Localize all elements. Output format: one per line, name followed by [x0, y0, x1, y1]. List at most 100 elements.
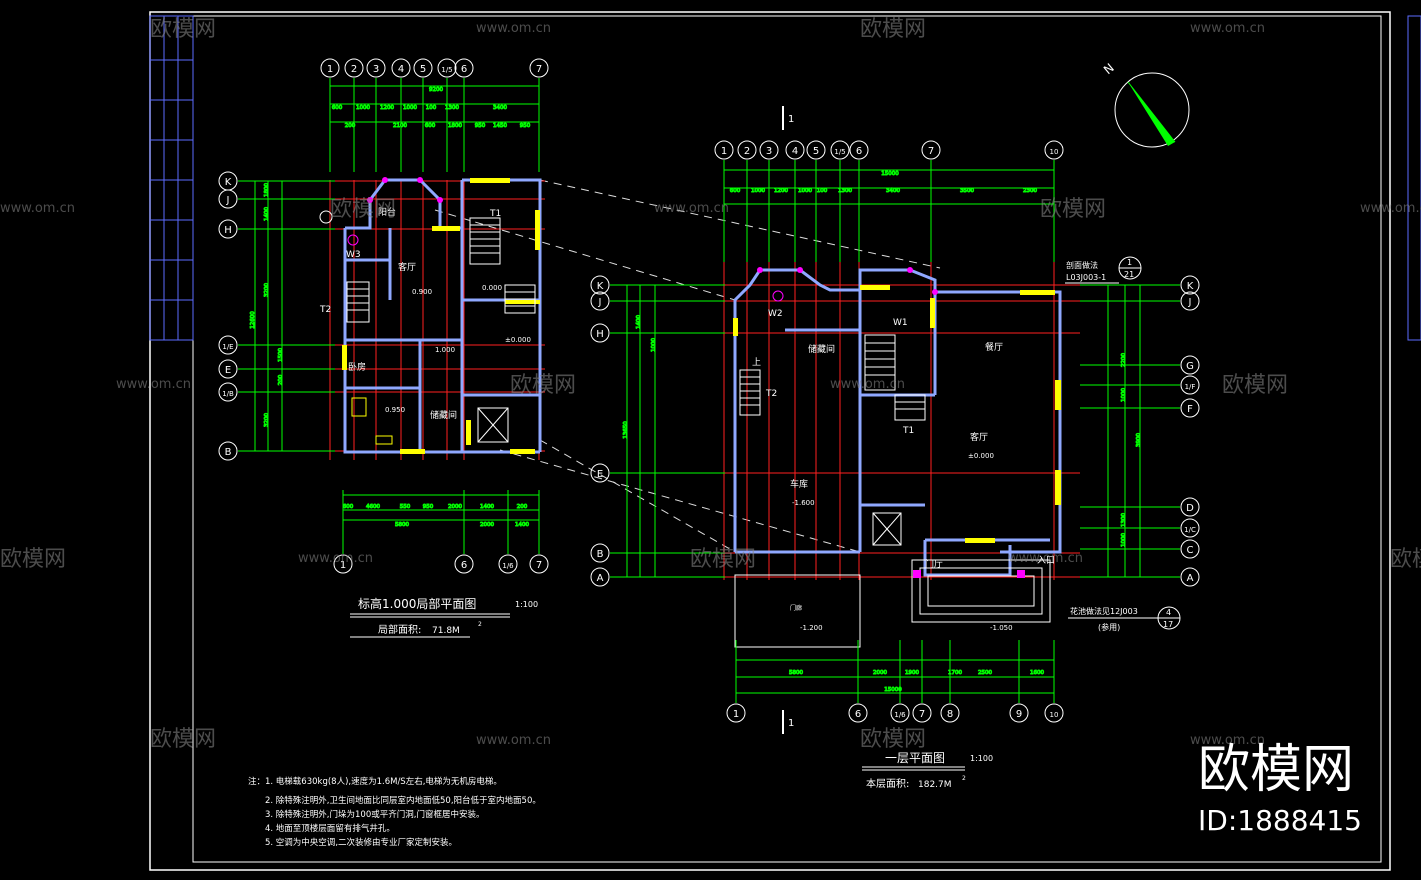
right-axis-bottom-0: 1 — [726, 703, 746, 723]
right-axis-bottom-3-label: 7 — [919, 709, 925, 720]
left-dim-top1-6: 3400 — [493, 105, 507, 111]
right-room-garage: 车库 — [790, 478, 808, 490]
left-axis-bottom-2-label: 1/6 — [502, 562, 514, 570]
right-dim-side-5: 1300 — [1121, 513, 1127, 527]
right-porch-note: 门廊 — [790, 604, 802, 612]
watermark-url-2: www.om.cn — [0, 201, 75, 216]
left-dim-bottom-5: 1400 — [480, 504, 494, 510]
left-desk — [375, 435, 393, 445]
right-axis-top-2-label: 3 — [766, 146, 772, 157]
right-room-t1: T1 — [902, 426, 914, 436]
left-axis-side-1: J — [218, 189, 238, 209]
right-axis-sideR-6-label: 1/C — [1184, 526, 1196, 534]
right-axis-sideR-2: G — [1180, 355, 1200, 375]
watermark-url-6: www.om.cn — [830, 377, 905, 392]
watermark-url-3: www.om.cn — [654, 201, 729, 216]
right-dim-side-2: 2200 — [1121, 353, 1127, 367]
left-axis-bottom-3: 7 — [529, 554, 549, 574]
left-axis-side-2: H — [218, 219, 238, 239]
left-dim-side-4: 1500 — [278, 348, 284, 362]
right-toilet — [772, 290, 784, 302]
right-axis-sideR-7-label: C — [1187, 545, 1194, 556]
right-axis-bottom-5: 9 — [1009, 703, 1029, 723]
left-elevator — [477, 407, 509, 443]
right-axis-top-8: 10 — [1044, 140, 1064, 160]
detail-ref-top-den: 21 — [1124, 270, 1134, 279]
right-dim-top-2: 1200 — [774, 188, 788, 194]
left-dim-bottom-3: 950 — [423, 504, 434, 510]
right-axis-sideL-0: K — [590, 275, 610, 295]
left-axis-top-3: 4 — [391, 58, 411, 78]
left-axis-bottom-1: 6 — [454, 554, 474, 574]
detail-ref-bot-den: 17 — [1163, 620, 1173, 629]
right-axis-top-4: 5 — [806, 140, 826, 160]
right-ref-top-note: 剖面做法 — [1066, 260, 1098, 270]
left-elev-living: 0.900 — [412, 288, 432, 296]
note-2: 2. 除特殊注明外,卫生间地面比同层室内地面低50,阳台低于室内地面50。 — [265, 795, 541, 806]
right-axis-top-0-label: 1 — [721, 146, 727, 157]
right-axis-sideR-3-label: 1/F — [1185, 383, 1196, 391]
right-axis-sideR-1: J — [1180, 291, 1200, 311]
watermark-logo-4: 欧模网 — [510, 373, 576, 398]
right-room-t2: T2 — [765, 389, 777, 399]
note-3: 3. 除特殊注明外,门垛为100或平齐门洞,门窗框居中安装。 — [265, 809, 484, 820]
right-axis-top-4-label: 5 — [813, 146, 819, 157]
north-label: N — [1101, 61, 1117, 77]
right-axis-sideR-5-label: D — [1186, 503, 1194, 514]
right-room-w1: W1 — [893, 318, 908, 328]
right-elev-front: -1.200 — [800, 624, 823, 632]
right-stair-t1 — [864, 334, 926, 421]
left-axis-side-2-label: H — [224, 225, 232, 236]
left-area-unit: 2 — [478, 621, 482, 628]
note-5: 5. 空调为中央空调,二次装修由专业厂家定制安装。 — [265, 837, 457, 848]
left-axis-top-0: 1 — [320, 58, 340, 78]
revision-table — [149, 15, 194, 341]
left-axis-top-7-label: 7 — [536, 64, 542, 75]
right-axis-bottom-2-label: 1/6 — [894, 711, 906, 719]
right-axis-top-6-label: 6 — [856, 146, 862, 157]
detail-ref-bot-num: 4 — [1166, 608, 1171, 617]
right-ref-top-code: L03J003-1 — [1066, 273, 1106, 282]
right-dim-total: 15000 — [881, 171, 899, 177]
right-dim-top-5: 1300 — [838, 188, 852, 194]
right-dim-top-8: 2300 — [1023, 188, 1037, 194]
left-axis-top-6: 6 — [454, 58, 474, 78]
right-dim-top-3: 1000 — [798, 188, 812, 194]
right-axis-top-2: 3 — [759, 140, 779, 160]
left-area-value: 71.8M — [432, 626, 460, 636]
right-axis-bottom-5-label: 9 — [1016, 709, 1022, 720]
left-axis-top-2-label: 3 — [373, 64, 379, 75]
left-axis-side-4-label: E — [225, 365, 231, 376]
right-room-dining: 餐厅 — [985, 341, 1003, 353]
right-entry-steps — [911, 559, 1051, 623]
left-wall-fills — [342, 178, 540, 454]
left-dim-top2-4: 950 — [475, 123, 486, 129]
right-room-entry: 入口 — [1037, 555, 1055, 566]
left-axis-side-4: E — [218, 359, 238, 379]
right-dim-side-6: 1000 — [1121, 533, 1127, 547]
left-axis-side-3: 1/E — [218, 335, 238, 355]
right-axis-sideL-2-label: H — [596, 329, 604, 340]
left-toilet — [347, 234, 359, 246]
right-axis-sideR-7: C — [1180, 539, 1200, 559]
right-dim-side-4: 3900 — [1136, 433, 1142, 447]
right-axis-top-5: 1/5 — [830, 140, 850, 160]
right-elev-living: ±0.000 — [968, 452, 994, 460]
left-axis-top-0-label: 1 — [327, 64, 333, 75]
right-room-storage: 储藏间 — [808, 343, 835, 355]
left-stair-t2 — [346, 281, 370, 323]
watermark-url-10: www.om.cn — [1190, 733, 1265, 748]
left-dim-bottom-2: 550 — [400, 504, 411, 510]
left-section-marker — [319, 210, 333, 224]
right-axis-sideL-5-label: A — [597, 573, 604, 584]
right-axis-sideL-1: J — [590, 291, 610, 311]
left-elev-small: 1.000 — [435, 346, 455, 354]
left-dim-side-5: 200 — [278, 374, 284, 385]
watermark-logo-5: 欧模网 — [1222, 373, 1288, 398]
left-axis-top-5: 1/5 — [437, 58, 457, 78]
watermark-url-1: www.om.cn — [1190, 21, 1265, 36]
watermark-url-5: www.om.cn — [116, 377, 191, 392]
detail-ref-bot — [1068, 606, 1181, 630]
right-axis-sideR-8: A — [1180, 567, 1200, 587]
